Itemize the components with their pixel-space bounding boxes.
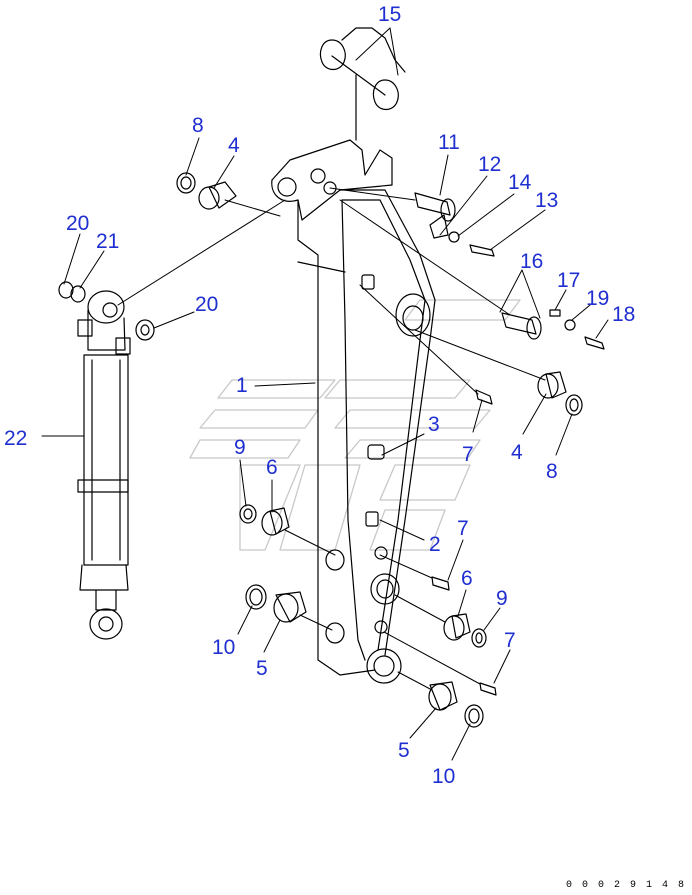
- callout-7-b: 7: [457, 517, 469, 540]
- callout-7: 7: [462, 443, 474, 466]
- part-22-cylinder: [77, 290, 131, 640]
- parts-11-14: [414, 192, 495, 257]
- callout-1: 1: [236, 374, 248, 397]
- bushings-and-rings: [239, 504, 487, 728]
- callout-17: 17: [557, 269, 581, 292]
- callout-15: 15: [378, 3, 402, 26]
- callout-3: 3: [428, 413, 440, 436]
- callout-5: 5: [256, 657, 268, 680]
- callout-14: 14: [508, 171, 532, 194]
- callout-16: 16: [520, 250, 544, 273]
- callout-9-b: 9: [496, 587, 508, 610]
- callout-7-c: 7: [504, 629, 516, 652]
- callout-11: 11: [438, 131, 460, 154]
- parts-4-8-right: [537, 371, 583, 416]
- callout-6-b: 6: [461, 567, 473, 590]
- callout-8: 8: [192, 114, 204, 137]
- washers-20-21: [58, 281, 155, 341]
- callout-12: 12: [478, 153, 502, 176]
- grease-fittings-7: [431, 389, 497, 696]
- callout-13: 13: [535, 189, 559, 212]
- callout-20-b: 20: [195, 293, 219, 316]
- callout-2: 2: [429, 533, 441, 556]
- callout-19: 19: [586, 287, 610, 310]
- drawing-code: 0 0 0 2 9 1 4 8: [565, 880, 686, 891]
- parts-16-19: [501, 309, 605, 350]
- callout-10: 10: [212, 636, 236, 659]
- callout-10-b: 10: [432, 765, 456, 788]
- callout-9: 9: [234, 436, 246, 459]
- callout-5-b: 5: [398, 739, 410, 762]
- callout-18: 18: [612, 303, 636, 326]
- callout-21: 21: [96, 230, 120, 253]
- callout-4: 4: [228, 134, 240, 157]
- callout-22: 22: [4, 427, 28, 450]
- callout-4-b: 4: [511, 441, 523, 464]
- callout-8-b: 8: [546, 460, 558, 483]
- callout-6: 6: [266, 456, 278, 479]
- part-15-plates: [319, 27, 406, 141]
- callout-20: 20: [66, 212, 90, 235]
- leader-lines: [41, 27, 609, 761]
- parts-4-8-top: [176, 172, 237, 210]
- watermark-logo: [189, 299, 521, 551]
